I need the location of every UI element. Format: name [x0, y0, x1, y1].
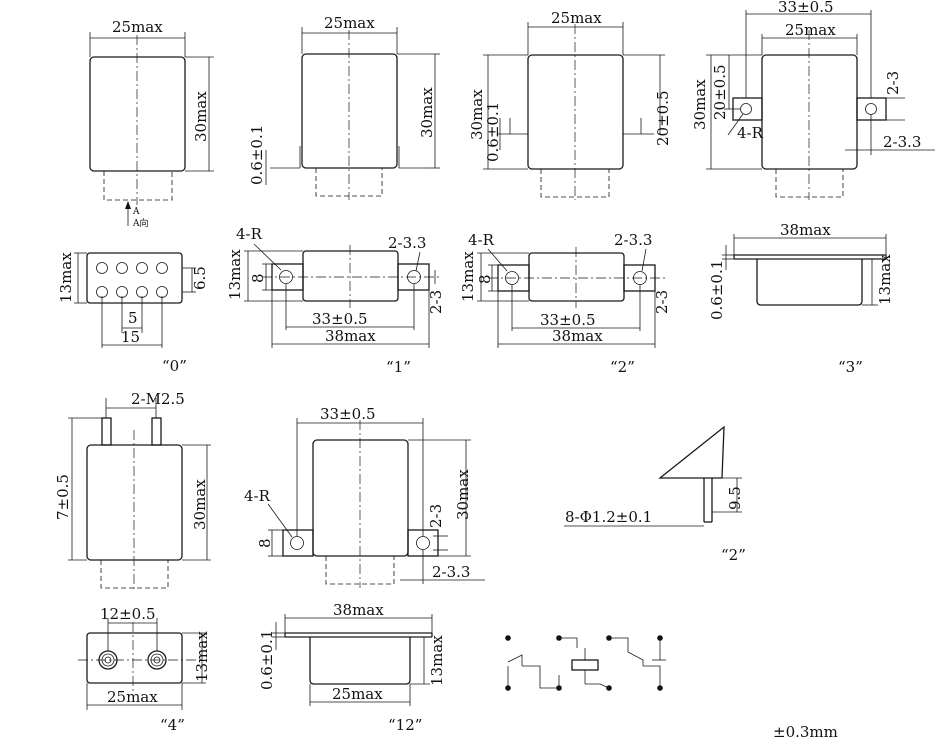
- variant-3-side-view: 38max 0.6±0.1 13max “3”: [708, 221, 894, 376]
- dim-body-width: 25max: [112, 18, 163, 36]
- dim-body-height: 30max: [191, 479, 209, 530]
- pin-dot-icon: [96, 262, 108, 274]
- pin-dot-icon: [156, 286, 168, 298]
- dim-pin-diameter: 8-Φ1.2±0.1: [565, 508, 652, 526]
- dim-pin-row-pitch: 6.5: [191, 266, 209, 290]
- dim-corner-radius: 4-R: [244, 487, 271, 505]
- caption-variant-2: “2”: [610, 358, 635, 376]
- dim-pin-pitch: 5: [128, 309, 138, 327]
- variant-12-front-view: 33±0.5 30max 4-R 8 2-3 2-3.3: [244, 405, 485, 588]
- variant-2-base-view: 4-R 2-3.3 13max 8 2-3 33±0.5 38max “2”: [459, 231, 671, 376]
- dim-flange-thickness: 0.6±0.1: [484, 102, 502, 162]
- dim-flange-length: 38max: [780, 221, 831, 239]
- variant-12-side-view: 38max 0.6±0.1 13max 25max “12”: [258, 601, 446, 734]
- dim-flange-length: 38max: [552, 327, 603, 345]
- dim-corner-radius: 4-R: [236, 225, 263, 243]
- pin-dot-icon: [116, 262, 128, 274]
- mount-hole-icon: [279, 270, 293, 284]
- dim-body-width: 25max: [785, 21, 836, 39]
- dim-body-width: 25max: [551, 9, 602, 27]
- caption-variant-1: “1”: [386, 358, 411, 376]
- dim-mount-pitch: 33±0.5: [540, 311, 596, 329]
- caption-variant-3: “3”: [838, 358, 863, 376]
- dim-base-height: 13max: [459, 251, 477, 302]
- caption-pin-detail: “2”: [721, 546, 746, 564]
- dim-corner-radius: 4-R: [737, 124, 764, 142]
- variant-1-front-view: 25max 30max 0.6±0.1: [248, 14, 440, 200]
- side-note-2-3: 2-3: [653, 290, 671, 314]
- dim-mount-height: 20±0.5: [711, 64, 729, 120]
- dim-mount-hole: 2-3.3: [432, 563, 470, 581]
- dim-flange-thickness: 0.6±0.1: [258, 630, 276, 690]
- side-note-2-3: 2-3: [884, 71, 902, 95]
- dim-flange-width: 8: [249, 273, 267, 283]
- dim-flange-length: 38max: [325, 327, 376, 345]
- general-tolerance-note: ±0.3mm: [773, 723, 838, 741]
- dim-corner-radius: 4-R: [468, 231, 495, 249]
- dim-stud-thread: 2-M2.5: [131, 390, 185, 408]
- dim-body-width: 25max: [332, 685, 383, 703]
- caption-variant-4: “4”: [160, 716, 185, 734]
- dim-body-height: 30max: [691, 79, 709, 130]
- terminal-stud: [101, 417, 112, 446]
- variant-3-front-view: 33±0.5 25max 30max 20±0.5 4-R 2-3 2-3.3: [691, 0, 935, 200]
- dim-pin-span: 15: [121, 328, 140, 346]
- terminal-stud: [151, 417, 162, 446]
- mount-hole-icon: [740, 103, 752, 115]
- side-note-2-3: 2-3: [427, 290, 445, 314]
- dim-body-height: 30max: [192, 91, 210, 142]
- dim-flange-width: 8: [256, 538, 274, 548]
- variant-1-base-view: 4-R 2-3.3 13max 8 2-3 33±0.5 38max “1”: [226, 225, 445, 376]
- pin-detail: 9.5 8-Φ1.2±0.1 “2”: [564, 425, 746, 564]
- caption-variant-0: “0”: [162, 357, 187, 375]
- dim-mount-hole: 2-3.3: [388, 234, 426, 252]
- dim-base-height: 13max: [428, 635, 446, 686]
- side-note-2-3: 2-3: [427, 504, 445, 528]
- dim-mount-pitch: 33±0.5: [320, 405, 376, 423]
- mount-hole-icon: [416, 536, 430, 550]
- pin-dot-icon: [96, 286, 108, 298]
- variant-0-front-view: 25max 30max A A向: [89, 18, 214, 229]
- view-direction-label: A向: [132, 217, 149, 229]
- pin-dot-icon: [156, 262, 168, 274]
- dim-mount-pitch: 33±0.5: [778, 0, 834, 16]
- view-arrow-label: A: [132, 207, 140, 217]
- dim-mount-pitch: 33±0.5: [312, 310, 368, 328]
- dim-base-height: 13max: [57, 252, 75, 303]
- pin-dot-icon: [136, 286, 148, 298]
- dim-body-height: 30max: [418, 87, 436, 138]
- dim-mount-hole: 2-3.3: [614, 231, 652, 249]
- dim-body-height: 30max: [468, 89, 486, 140]
- coil-symbol: [571, 659, 599, 671]
- dim-mount-height: 20±0.5: [654, 90, 672, 146]
- variant-4-base-view: 12±0.5 13max 25max “4”: [78, 605, 211, 734]
- variant-4-front-view: 2-M2.5 7±0.5 30max: [54, 390, 211, 592]
- variant-0-base-view: 13max 6.5 5 15 “0”: [57, 252, 209, 375]
- pin-dot-icon: [116, 286, 128, 298]
- dim-base-height: 13max: [226, 249, 244, 300]
- mount-hole-icon: [865, 103, 877, 115]
- dim-body-width: 25max: [107, 688, 158, 706]
- caption-variant-12: “12”: [388, 716, 422, 734]
- dim-base-height: 13max: [876, 254, 894, 305]
- mount-hole-icon: [290, 536, 304, 550]
- dim-body-height: 30max: [454, 469, 472, 520]
- dim-mount-hole: 2-3.3: [883, 133, 921, 151]
- pin-dot-icon: [136, 262, 148, 274]
- dim-base-height: 13max: [193, 631, 211, 682]
- arrow-up-icon: [125, 201, 131, 209]
- dim-flange-thickness: 0.6±0.1: [708, 260, 726, 320]
- dim-body-width: 25max: [324, 14, 375, 32]
- pin-dot-icon: [505, 635, 511, 641]
- dim-pin-length: 9.5: [726, 486, 744, 510]
- dim-flange-length: 38max: [333, 601, 384, 619]
- dim-flange-width: 8: [476, 274, 494, 284]
- variant-2-front-view: 25max 30max 0.6±0.1 20±0.5: [468, 9, 672, 200]
- dim-stud-height: 7±0.5: [54, 474, 72, 520]
- contact-schematic: [505, 635, 666, 691]
- dim-stud-pitch: 12±0.5: [100, 605, 156, 623]
- mount-hole-icon: [505, 271, 519, 285]
- dim-flange-thickness: 0.6±0.1: [248, 125, 266, 185]
